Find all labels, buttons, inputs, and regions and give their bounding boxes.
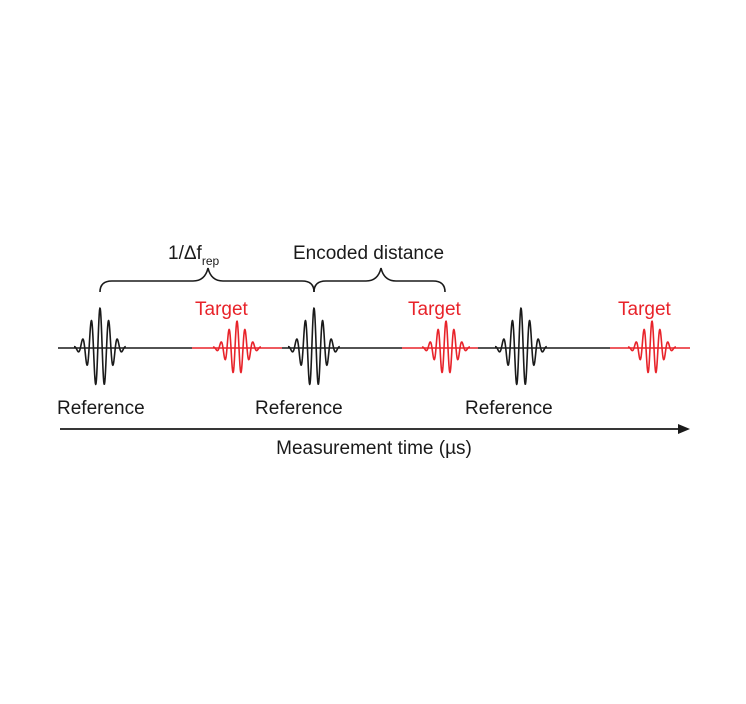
time-axis-label: Measurement time (µs) (276, 438, 472, 459)
target-pulse-6 (627, 320, 677, 374)
target-label-3: Target (618, 299, 672, 320)
reference-label-2: Reference (255, 398, 343, 419)
period-brace (99, 267, 315, 293)
reference-pulse-3 (287, 307, 341, 386)
pulse-group (73, 307, 677, 386)
target-label-1: Target (195, 299, 249, 320)
target-label-2: Target (408, 299, 462, 320)
encoded-distance-label: Encoded distance (293, 243, 444, 264)
target-pulse-4 (421, 320, 471, 374)
target-pulse-2 (212, 320, 262, 374)
period-label: 1/Δfrep (168, 243, 219, 268)
time-axis-arrowhead (678, 424, 690, 434)
reference-label-3: Reference (465, 398, 553, 419)
reference-pulse-1 (73, 307, 127, 386)
encoded-distance-brace (313, 267, 446, 293)
reference-label-1: Reference (57, 398, 145, 419)
reference-pulse-5 (494, 307, 548, 386)
